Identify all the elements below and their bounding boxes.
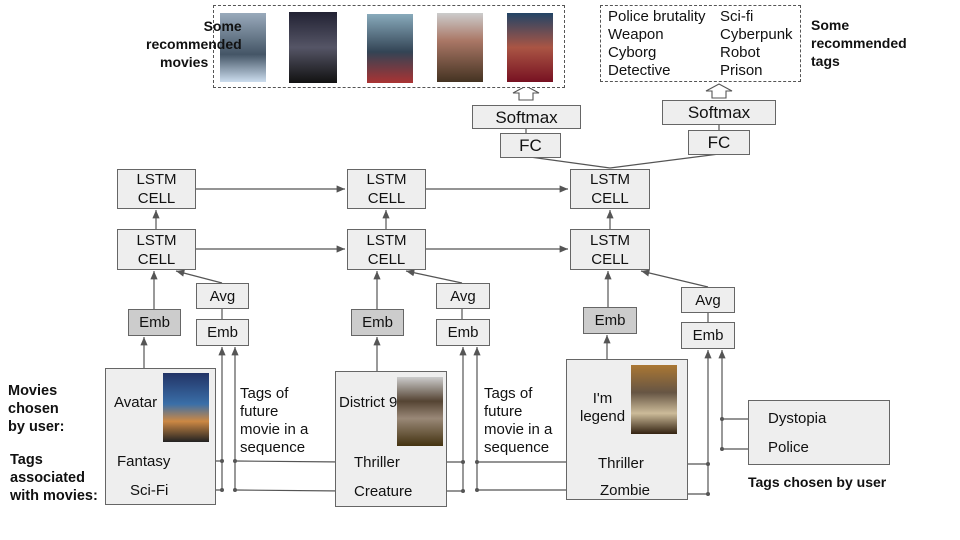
lstm-cell-top-2: LSTM CELL bbox=[347, 169, 426, 209]
lstm-cell-top-3: LSTM CELL bbox=[570, 169, 650, 209]
user-tags-box: Dystopia Police bbox=[748, 400, 890, 465]
label-line: recommended bbox=[811, 35, 907, 51]
softmax-movies: Softmax bbox=[472, 105, 581, 129]
tags-column-1: Police brutality Weapon Cyborg Detective bbox=[608, 8, 706, 80]
label-line: with movies: bbox=[10, 488, 98, 504]
title-line: legend bbox=[580, 408, 626, 425]
poster-robocop bbox=[220, 13, 266, 82]
movie-card-district-9: District 9 Thriller Creature bbox=[335, 371, 447, 507]
tag: Police brutality bbox=[608, 8, 706, 25]
tag: Cyborg bbox=[608, 44, 657, 61]
lstm-label: CELL bbox=[591, 250, 629, 268]
avg-1: Avg bbox=[196, 283, 249, 309]
movie-tag: Zombie bbox=[600, 482, 651, 499]
movie-card-im-legend: I'm legend Thriller Zombie bbox=[566, 359, 688, 500]
label-line: chosen bbox=[8, 401, 59, 417]
tag: Detective bbox=[608, 62, 671, 79]
movie-embedding-2: Emb bbox=[351, 309, 404, 336]
movie-embedding-1: Emb bbox=[128, 309, 181, 336]
softmax-tags: Softmax bbox=[662, 100, 776, 125]
label-line: associated bbox=[10, 470, 85, 486]
poster-i-robot bbox=[289, 12, 337, 83]
tag: Sci-fi bbox=[720, 8, 754, 25]
label-line: recommended bbox=[146, 36, 242, 52]
tag: Weapon bbox=[608, 26, 664, 43]
label-line: movie in a bbox=[484, 421, 553, 438]
movie-card-avatar: Avatar Fantasy Sci-Fi bbox=[105, 368, 216, 505]
user-tag: Police bbox=[768, 439, 809, 456]
lstm-label: CELL bbox=[367, 190, 406, 207]
lstm-label: LSTM bbox=[589, 231, 630, 249]
user-tag: Dystopia bbox=[768, 410, 827, 427]
movie-tag: Thriller bbox=[354, 454, 400, 471]
label-line: movies bbox=[160, 54, 209, 70]
label-line: by user: bbox=[8, 419, 65, 435]
lstm-label: LSTM bbox=[589, 171, 630, 188]
poster-running-man bbox=[437, 13, 483, 82]
lstm-label: LSTM bbox=[136, 231, 177, 249]
movies-chosen-label: Movies chosen by user: bbox=[8, 382, 64, 436]
poster-avatar bbox=[163, 373, 209, 442]
label-line: Tags bbox=[10, 452, 43, 468]
avg-2: Avg bbox=[436, 283, 490, 309]
movie-title: District 9 bbox=[339, 394, 398, 411]
lstm-label: LSTM bbox=[366, 171, 407, 188]
label-line: Tags of bbox=[240, 385, 289, 402]
label-line: Movies bbox=[8, 383, 58, 399]
future-tags-label-2: Tags of future movie in a sequence bbox=[484, 385, 552, 457]
lstm-label: LSTM bbox=[136, 171, 177, 188]
tag-embedding-2: Emb bbox=[436, 319, 490, 346]
label-line: future bbox=[484, 403, 523, 420]
movie-embedding-3: Emb bbox=[583, 307, 637, 334]
movie-tag: Fantasy bbox=[117, 453, 171, 470]
movie-title: Avatar bbox=[114, 394, 158, 411]
tag: Cyberpunk bbox=[720, 26, 793, 43]
tag-embedding-1: Emb bbox=[196, 319, 249, 346]
poster-district-9 bbox=[397, 377, 443, 446]
title-line: I'm bbox=[592, 390, 613, 407]
fc-tags: FC bbox=[688, 130, 750, 155]
label-line: Some bbox=[203, 18, 242, 34]
label-line: sequence bbox=[484, 439, 550, 456]
movie-tag: Thriller bbox=[598, 455, 644, 472]
avg-3: Avg bbox=[681, 287, 735, 313]
recommended-tags-label: Some recommended tags bbox=[811, 16, 907, 70]
label-line: sequence bbox=[240, 439, 306, 456]
tag: Prison bbox=[720, 62, 763, 79]
movie-tag: Creature bbox=[354, 483, 413, 500]
poster-blade-runner bbox=[507, 13, 553, 82]
poster-dredd bbox=[367, 14, 413, 83]
tag-embedding-3: Emb bbox=[681, 322, 735, 349]
user-tags-label: Tags chosen by user bbox=[748, 474, 887, 490]
poster-im-legend bbox=[631, 365, 677, 434]
tag: Robot bbox=[720, 44, 761, 61]
label-line: Tags of bbox=[484, 385, 533, 402]
lstm-label: LSTM bbox=[366, 231, 407, 249]
movie-title: I'm legend bbox=[580, 390, 625, 426]
lstm-label: CELL bbox=[591, 190, 629, 207]
label-line: movie in a bbox=[240, 421, 309, 438]
future-tags-label-1: Tags of future movie in a sequence bbox=[240, 385, 308, 457]
lstm-cell-top-1: LSTM CELL bbox=[117, 169, 196, 209]
fc-movies: FC bbox=[500, 133, 561, 158]
tags-column-2: Sci-fi Cyberpunk Robot Prison bbox=[720, 8, 793, 80]
label-line: tags bbox=[811, 53, 840, 69]
tags-associated-label: Tags associated with movies: bbox=[10, 451, 98, 505]
recommended-tags-box: Police brutality Weapon Cyborg Detective… bbox=[600, 5, 801, 82]
lstm-label: CELL bbox=[367, 250, 406, 268]
label-line: future bbox=[240, 403, 279, 420]
label-line: Some bbox=[811, 17, 850, 33]
lstm-label: CELL bbox=[137, 190, 176, 207]
recommended-movies-label: Some recommended movies bbox=[146, 17, 242, 71]
movie-tag: Sci-Fi bbox=[130, 482, 169, 499]
lstm-label: CELL bbox=[137, 250, 176, 268]
